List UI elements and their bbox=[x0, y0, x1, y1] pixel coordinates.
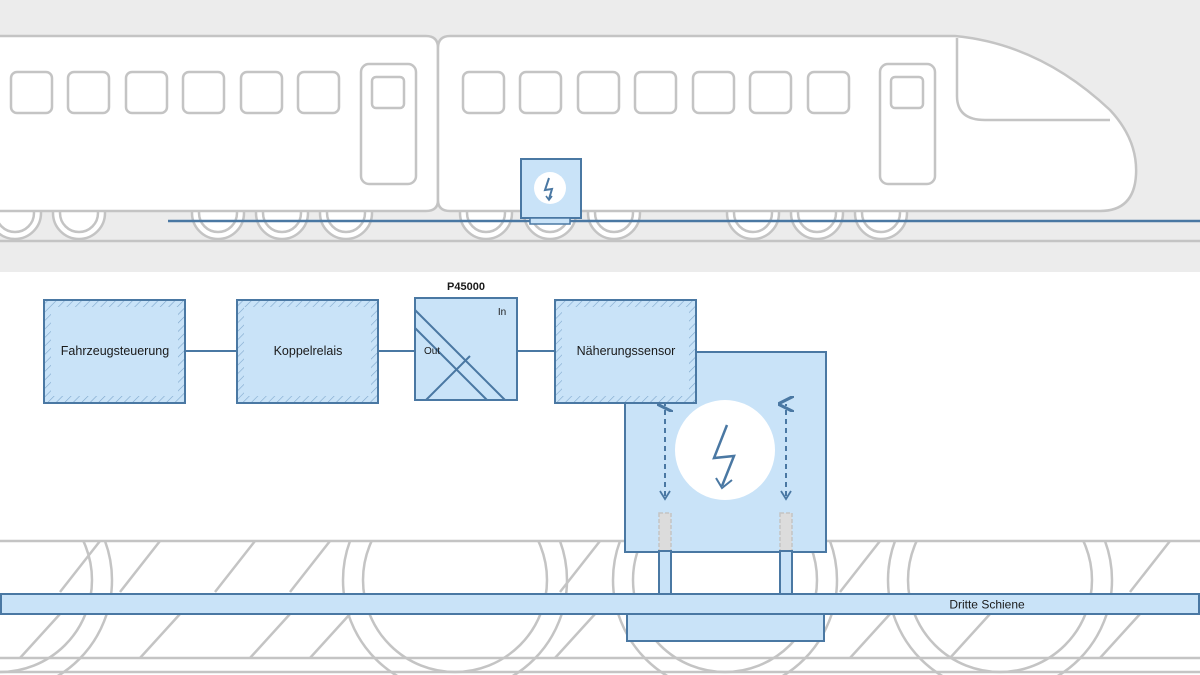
detail-view: Dritte Schiene Fahrzeugsteuerung Koppelr… bbox=[0, 281, 1200, 675]
isolator-model-label: P45000 bbox=[447, 281, 485, 293]
doors bbox=[359, 62, 937, 186]
windows bbox=[9, 70, 851, 115]
isolator-box: P45000 In Out bbox=[414, 281, 518, 401]
vehicle-control-label: Fahrzeugsteuerung bbox=[61, 344, 169, 358]
train-overview bbox=[0, 0, 1200, 272]
isolator-in-label: In bbox=[498, 307, 506, 318]
rail-support bbox=[626, 613, 825, 642]
sensor-face bbox=[675, 400, 775, 500]
third-rail-label: Dritte Schiene bbox=[949, 598, 1025, 612]
sensor-overview bbox=[520, 158, 582, 225]
isolator-out-label: Out bbox=[424, 346, 440, 357]
detail-wheels bbox=[0, 541, 1114, 675]
coupling-relay-box: Koppelrelais bbox=[236, 299, 379, 404]
track-bed-hatch bbox=[19, 540, 1171, 659]
sensor-legs bbox=[658, 512, 793, 595]
vehicle-control-box: Fahrzeugsteuerung bbox=[43, 299, 186, 404]
proximity-sensor-label: Näherungssensor bbox=[577, 344, 676, 358]
coupling-relay-label: Koppelrelais bbox=[274, 344, 343, 358]
lightning-icon bbox=[712, 424, 736, 490]
proximity-sensor-box: Näherungssensor bbox=[554, 299, 697, 404]
wheels bbox=[0, 185, 909, 241]
third-rail bbox=[0, 593, 1200, 615]
windshield bbox=[955, 38, 1110, 122]
